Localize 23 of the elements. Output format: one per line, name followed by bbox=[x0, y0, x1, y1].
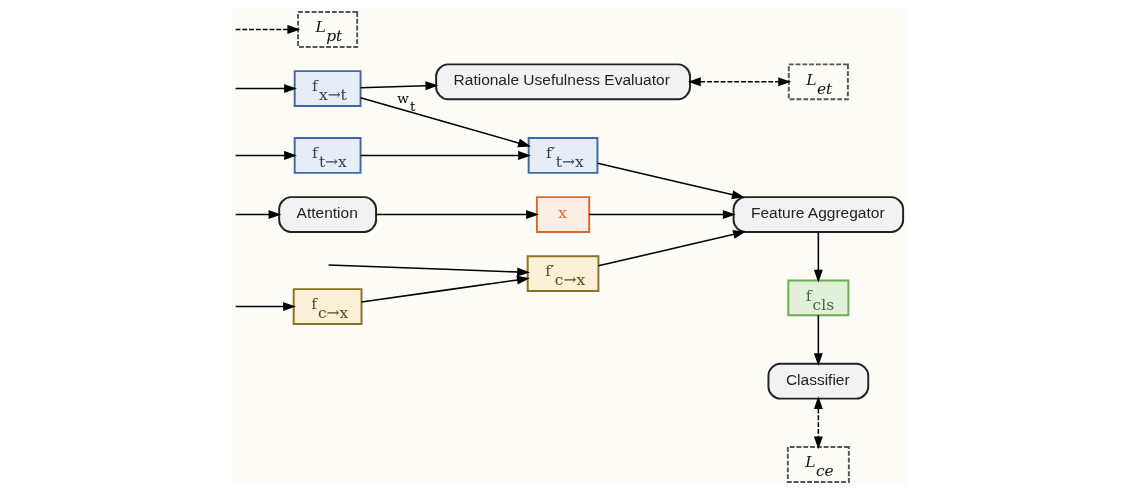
arrow bbox=[374, 210, 539, 220]
arrow bbox=[596, 162, 745, 200]
arrow bbox=[234, 150, 297, 160]
node-box: Classifier bbox=[767, 362, 869, 400]
arrow bbox=[359, 150, 531, 160]
arrow bbox=[813, 231, 823, 283]
arrow bbox=[597, 230, 746, 267]
arrow bbox=[234, 302, 296, 312]
node-box: x bbox=[535, 196, 590, 233]
node-box: Rationale Usefulness Evaluator bbox=[434, 63, 691, 101]
node-box: Attention bbox=[277, 196, 377, 233]
arrow bbox=[813, 396, 823, 450]
arrow bbox=[359, 96, 531, 148]
arrow bbox=[327, 264, 530, 277]
arrow bbox=[813, 314, 823, 366]
arrow bbox=[687, 77, 791, 87]
node-box: Feature Aggregator bbox=[732, 196, 904, 233]
arrow bbox=[234, 210, 281, 220]
arrow bbox=[587, 210, 736, 220]
arrow bbox=[360, 275, 530, 303]
arrow bbox=[234, 25, 300, 34]
arrow bbox=[359, 81, 438, 91]
arrow bbox=[234, 84, 297, 94]
